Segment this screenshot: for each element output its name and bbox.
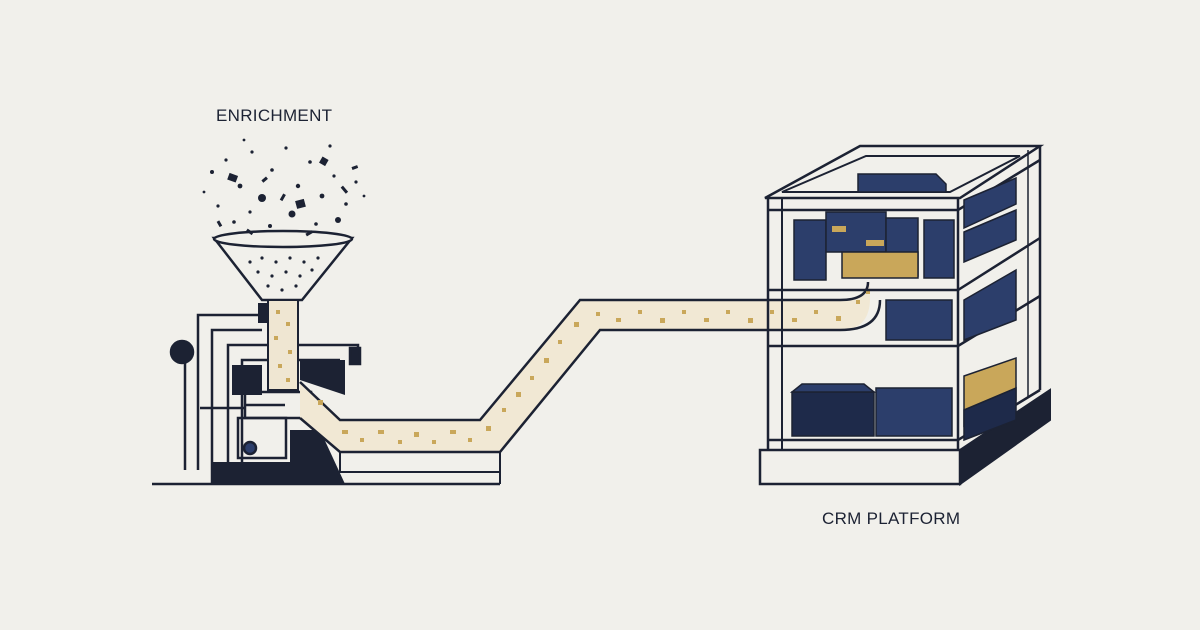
gauge-icon (242, 440, 258, 456)
enrichment-machine (152, 303, 500, 486)
funnel-icon (211, 229, 355, 391)
data-conveyor-pipe (299, 280, 882, 484)
knob-icon (169, 339, 195, 365)
enrichment-label: ENRICHMENT (216, 106, 333, 125)
data-particles (202, 138, 366, 237)
crm-server-rack (758, 144, 1051, 486)
crm-platform-label: CRM PLATFORM (822, 509, 961, 528)
